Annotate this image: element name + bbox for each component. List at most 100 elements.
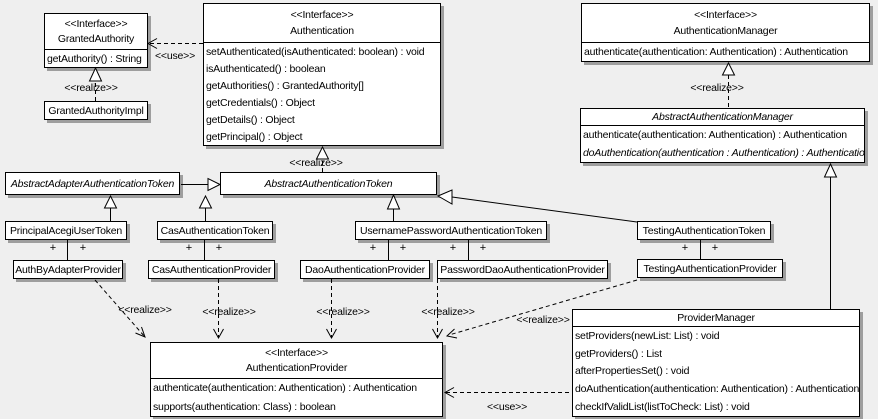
class-cas-authentication-provider[interactable]: CasAuthenticationProvider: [148, 260, 275, 279]
realize-label: <<realize>>: [316, 306, 370, 318]
plus-marker: +: [449, 242, 457, 254]
member-list: authenticate(authentication: Authenticat…: [582, 43, 869, 61]
method: getProviders() : List: [575, 347, 662, 360]
class-testing-authentication-provider[interactable]: TestingAuthenticationProvider: [637, 259, 783, 278]
class-name: TestingAuthenticationProvider: [643, 262, 777, 275]
plus-marker: +: [49, 242, 57, 254]
class-name: AuthenticationProvider: [245, 362, 348, 375]
method: getDetails() : Object: [206, 113, 295, 126]
class-name: TestingAuthenticationToken: [642, 224, 766, 237]
open-arrow-icon: [213, 328, 224, 340]
hollow-triangle-icon: [386, 193, 401, 210]
class-header: <<Interface>> AuthenticationManager: [582, 4, 869, 43]
hollow-triangle-icon: [103, 194, 118, 209]
class-abstract-adapter-authentication-token[interactable]: AbstractAdapterAuthenticationToken: [5, 172, 180, 195]
hollow-triangle-icon: [823, 162, 838, 178]
method: authenticate(authentication: Authenticat…: [583, 129, 847, 141]
class-authentication-provider[interactable]: <<Interface>> AuthenticationProvider aut…: [150, 342, 443, 417]
method: getPrincipal() : Object: [206, 130, 303, 143]
class-name: CasAuthenticationProvider: [151, 263, 272, 276]
hollow-triangle-icon: [207, 177, 222, 192]
stereotype-label: <<Interface>>: [694, 8, 757, 21]
method: setProviders(newList: List) : void: [575, 329, 720, 342]
method: isAuthenticated() : boolean: [206, 62, 326, 75]
class-name: PrincipalAcegiUserToken: [9, 224, 123, 237]
class-username-password-authentication-token[interactable]: UsernamePasswordAuthenticationToken: [355, 221, 547, 240]
class-header: <<Interface>> Authentication: [204, 4, 440, 43]
realize-label: <<realize>>: [64, 82, 118, 94]
class-name: DaoAuthenticationProvider: [305, 263, 425, 276]
plus-marker: +: [681, 242, 689, 254]
realize-label: <<realize>>: [690, 82, 744, 94]
class-authentication[interactable]: <<Interface>> Authentication setAuthenti…: [203, 3, 441, 146]
plus-marker: +: [185, 242, 193, 254]
class-principal-acegi-user-token[interactable]: PrincipalAcegiUserToken: [5, 221, 127, 240]
use-label: <<use>>: [154, 50, 196, 62]
method: afterPropertiesSet() : void: [575, 365, 690, 378]
gen-edge-testing-token: [451, 196, 638, 223]
class-header: <<Interface>> AuthenticationProvider: [151, 343, 442, 379]
member-list: getAuthority() : String: [45, 50, 147, 67]
member-list: setAuthenticated(isAuthenticated: boolea…: [204, 43, 440, 145]
method: supports(authentication: Class) : boolea…: [153, 400, 336, 413]
class-dao-authentication-provider[interactable]: DaoAuthenticationProvider: [300, 260, 430, 279]
plus-marker: +: [215, 242, 223, 254]
class-name: AbstractAuthenticationToken: [264, 177, 393, 190]
class-granted-authority-impl[interactable]: GrantedAuthorityImpl: [44, 101, 148, 120]
method: getCredentials() : Object: [206, 96, 315, 109]
open-arrow-icon: [326, 328, 337, 340]
class-provider-manager[interactable]: ProviderManager setProviders(newList: Li…: [572, 309, 860, 417]
stereotype-label: <<Interface>>: [64, 17, 128, 30]
realize-label: <<realize>>: [118, 304, 172, 316]
open-arrow-icon: [135, 326, 146, 338]
stereotype-label: <<Interface>>: [265, 346, 328, 359]
class-name: ProviderManager: [677, 312, 755, 324]
class-authentication-manager[interactable]: <<Interface>> AuthenticationManager auth…: [581, 3, 870, 62]
member-list: setProviders(newList: List) : void getPr…: [573, 327, 859, 416]
class-name: CasAuthenticationToken: [160, 224, 270, 237]
hollow-triangle-icon: [721, 61, 736, 76]
plus-marker: +: [369, 242, 377, 254]
plus-marker: +: [399, 242, 407, 254]
hollow-triangle-icon: [198, 194, 213, 209]
realize-label: <<realize>>: [289, 157, 343, 169]
plus-marker: +: [479, 242, 487, 254]
method: getAuthorities() : GrantedAuthority[]: [206, 79, 364, 92]
plus-marker: +: [79, 242, 87, 254]
open-arrow-icon: [443, 387, 455, 398]
plus-marker: +: [711, 242, 719, 254]
open-arrow-icon: [445, 328, 458, 339]
open-arrow-icon: [146, 38, 158, 49]
class-name: GrantedAuthorityImpl: [48, 104, 144, 117]
method: authenticate(authentication: Authenticat…: [584, 46, 848, 58]
class-name: UsernamePasswordAuthenticationToken: [359, 224, 543, 237]
class-header: ProviderManager: [573, 310, 859, 327]
class-cas-authentication-token[interactable]: CasAuthenticationToken: [157, 221, 273, 240]
abstract-method: doAuthentication(authentication : Authen…: [583, 147, 864, 159]
class-password-dao-authentication-provider[interactable]: PasswordDaoAuthenticationProvider: [437, 260, 608, 279]
class-name: Authentication: [290, 25, 354, 38]
class-granted-authority[interactable]: <<Interface>> GrantedAuthority getAuthor…: [44, 13, 148, 68]
member-list: authenticate(authentication: Authenticat…: [151, 379, 442, 416]
class-name: GrantedAuthority: [57, 33, 135, 46]
class-abstract-authentication-token[interactable]: AbstractAuthenticationToken: [220, 172, 437, 195]
method: getAuthority() : String: [47, 52, 142, 65]
stereotype-label: <<Interface>>: [290, 8, 354, 21]
class-header: <<Interface>> GrantedAuthority: [45, 14, 147, 50]
class-header: AbstractAuthenticationManager: [581, 109, 864, 126]
class-name: AuthenticationManager: [673, 25, 778, 38]
method: authenticate(authentication: Authenticat…: [153, 382, 417, 395]
use-label: <<use>>: [486, 401, 528, 413]
member-list: authenticate(authentication: Authenticat…: [581, 126, 864, 162]
class-auth-by-adapter-provider[interactable]: AuthByAdapterProvider: [13, 260, 123, 279]
class-name: AuthByAdapterProvider: [15, 263, 121, 276]
class-testing-authentication-token[interactable]: TestingAuthenticationToken: [637, 221, 771, 240]
realize-label: <<realize>>: [421, 306, 475, 318]
method: doAuthentication(authentication: Authent…: [575, 383, 859, 396]
class-name: PasswordDaoAuthenticationProvider: [440, 263, 605, 276]
method: checkIfValidList(listToCheck: List) : vo…: [575, 401, 750, 414]
class-name: AbstractAdapterAuthenticationToken: [10, 177, 175, 190]
class-abstract-authentication-manager[interactable]: AbstractAuthenticationManager authentica…: [580, 108, 865, 163]
method: setAuthenticated(isAuthenticated: boolea…: [206, 45, 425, 58]
